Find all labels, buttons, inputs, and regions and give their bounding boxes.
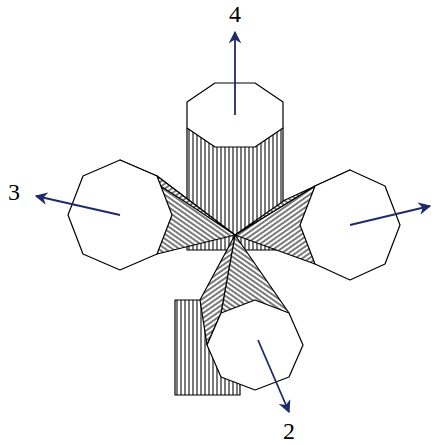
axis-arrow xyxy=(258,340,289,412)
callout-number: 2 xyxy=(283,419,295,443)
axis-arrow xyxy=(234,32,236,115)
front-face xyxy=(207,300,303,390)
axis-arrow xyxy=(350,206,430,225)
callout-number: 3 xyxy=(8,180,20,204)
axis-arrow xyxy=(36,196,120,215)
callout-number: 4 xyxy=(229,2,241,26)
